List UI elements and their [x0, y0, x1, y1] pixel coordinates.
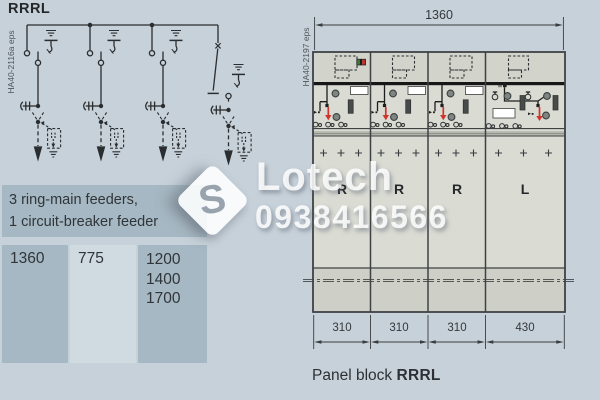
feeder-description-line1: 3 ring-main feeders,	[9, 192, 138, 208]
figure-caption: Panel block RRRL	[312, 367, 441, 385]
total-width-dimension	[314, 17, 564, 50]
height-option: 1200	[146, 251, 181, 268]
panel-1-indicator	[356, 58, 366, 66]
depth-cell: 775	[70, 245, 136, 363]
height-option: 1400	[146, 270, 181, 288]
panel-4-fittings	[485, 55, 559, 157]
height-option: 1700	[146, 290, 181, 307]
panel-1-label: R	[336, 181, 348, 197]
feeder-description: 3 ring-main feeders, 1 circuit-breaker f…	[2, 185, 207, 237]
feeder-description-line2: 1 circuit-breaker feeder	[9, 213, 159, 230]
panel-2-label: R	[393, 181, 405, 197]
single-line-diagram	[21, 22, 252, 166]
panel-2-width-label: 310	[389, 322, 409, 334]
circuit-breaker-feeder	[207, 25, 252, 166]
panel-1-width-label: 310	[332, 322, 352, 334]
caption-prefix: Panel block	[312, 367, 397, 384]
heights-cell: 1200 1400 1700	[138, 245, 207, 363]
panel-3-label: R	[451, 181, 463, 197]
panel-width-dimensions	[313, 315, 565, 349]
panel-3-width-label: 310	[447, 322, 467, 334]
left-source-label: HA40-2116a eps	[6, 30, 16, 94]
diagram-title: RRRL	[8, 1, 51, 17]
panel-front-view	[303, 17, 575, 349]
ring-feeder-1	[21, 25, 61, 162]
ring-feeder-3	[146, 25, 186, 162]
ring-feeder-2	[84, 25, 124, 162]
caption-code: RRRL	[396, 367, 441, 384]
total-width-label: 1360	[425, 8, 453, 22]
dimensions-table: 1360 775 1200 1400 1700	[2, 245, 207, 363]
right-source-label: HA40-2197 eps	[301, 27, 311, 87]
centre-line	[303, 279, 575, 282]
width-cell: 1360	[2, 245, 68, 363]
panel-4-label: L	[520, 181, 530, 197]
panel-4-width-label: 430	[515, 322, 535, 334]
